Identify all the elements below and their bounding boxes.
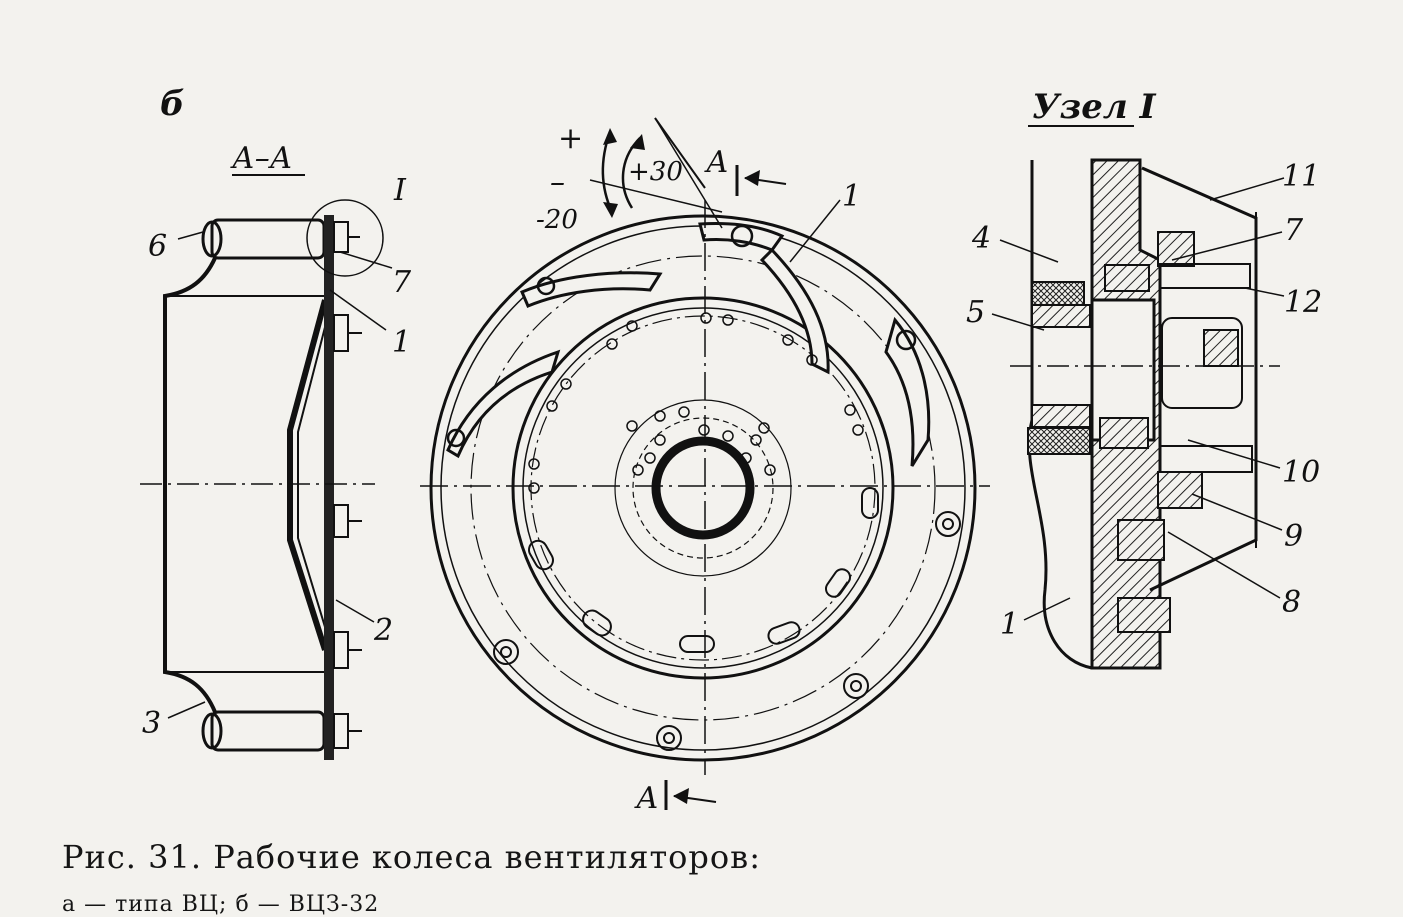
callout-detail-1: 1 <box>1000 607 1019 642</box>
cut-label-top: А <box>704 145 729 180</box>
angle-positive-value: +30 <box>628 157 683 187</box>
callout-detail-11: 11 <box>1282 159 1320 194</box>
callout-detail-7: 7 <box>1284 213 1304 248</box>
figure-caption-subtitle: а — типа ВЦ; б — ВЦЗ-32 <box>62 892 380 917</box>
callout-detail-4: 4 <box>971 221 991 256</box>
callout-left-1: 1 <box>392 325 411 360</box>
impeller-front-view: + – +30 -20 А А 1 <box>420 117 990 816</box>
detail-marker: I <box>393 173 407 208</box>
section-a-a-view: А–А I <box>140 141 412 760</box>
callout-detail-8: 8 <box>1282 585 1301 620</box>
callout-detail-9: 9 <box>1284 519 1303 554</box>
detail-node-view: Узел I <box>966 87 1322 670</box>
callout-detail-5: 5 <box>966 295 985 330</box>
callout-center-1: 1 <box>842 179 861 214</box>
cut-label-bottom: А <box>634 781 659 816</box>
callout-detail-12: 12 <box>1284 285 1322 320</box>
callout-left-2: 2 <box>373 613 393 648</box>
angle-minus: – <box>550 165 565 200</box>
callout-left-7: 7 <box>392 265 412 300</box>
angle-plus: + <box>558 121 583 156</box>
figure-caption: Рис. 31. Рабочие колеса вентиляторов: <box>62 838 761 876</box>
callout-left-3: 3 <box>142 706 161 741</box>
angle-negative-value: -20 <box>536 205 578 235</box>
detail-title: Узел I <box>1032 87 1157 127</box>
callout-left-6: 6 <box>148 229 167 264</box>
panel-label: б <box>160 84 185 124</box>
section-label: А–А <box>230 141 292 176</box>
callout-detail-10: 10 <box>1282 455 1320 490</box>
